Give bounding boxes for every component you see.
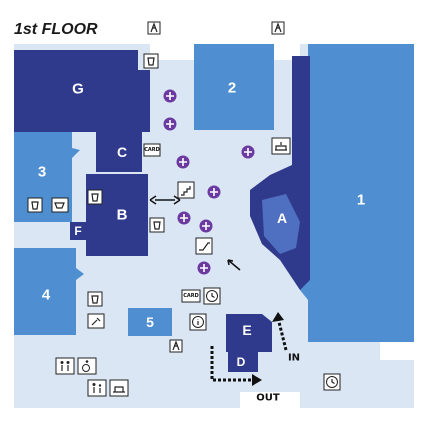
floor-title: 1st FLOOR — [14, 21, 98, 38]
svg-text:5: 5 — [146, 314, 154, 330]
trash-bin-icon — [87, 291, 103, 307]
store-1[interactable]: 1 — [300, 44, 414, 342]
store-2[interactable]: 2 — [194, 44, 274, 130]
store-d[interactable]: D — [228, 352, 258, 372]
nursing-room-icon — [109, 379, 129, 397]
clock-icon — [323, 373, 341, 391]
svg-text:B: B — [117, 207, 128, 224]
out-arrow-icon — [210, 346, 256, 382]
microphone-icon — [87, 313, 105, 329]
emergency-exit-icon — [271, 21, 285, 35]
svg-text:A: A — [277, 210, 287, 226]
trash-bin-icon — [149, 217, 165, 233]
store-5[interactable]: 5 — [128, 308, 172, 336]
trash-bin-icon — [27, 197, 43, 213]
stroller-icon — [51, 197, 69, 213]
two-way-arrow-icon — [149, 195, 181, 205]
atm-card-icon: CARD — [143, 143, 161, 157]
info-icon[interactable] — [189, 313, 207, 331]
store-4[interactable]: 4 — [14, 248, 84, 335]
in-label: IN — [288, 353, 300, 364]
store-g[interactable]: G — [14, 50, 150, 132]
svg-text:C: C — [117, 144, 127, 160]
escalator-icon — [195, 237, 213, 255]
compass-marker-icon — [163, 117, 177, 131]
wheelchair-icon — [77, 357, 97, 375]
svg-text:2: 2 — [228, 80, 236, 97]
compass-marker-icon — [207, 185, 221, 199]
compass-marker-icon — [177, 211, 191, 225]
store-b[interactable]: B — [86, 174, 148, 256]
svg-text:E: E — [242, 322, 251, 338]
arrow-icon — [227, 259, 241, 271]
restroom-icon — [55, 357, 75, 375]
svg-text:CARD: CARD — [144, 147, 160, 153]
compass-marker-icon — [199, 219, 213, 233]
store-a[interactable]: A — [250, 56, 310, 290]
svg-text:D: D — [237, 355, 246, 369]
svg-text:1: 1 — [357, 192, 365, 209]
atm-card-icon: CARD — [181, 289, 201, 303]
compass-markers — [163, 89, 255, 275]
concierge-icon — [271, 137, 291, 155]
emergency-exit-icon — [169, 339, 183, 353]
trash-bin-icon — [143, 53, 159, 69]
stairs-icon — [177, 181, 195, 199]
store-c[interactable]: C — [96, 132, 142, 172]
compass-marker-icon — [241, 145, 255, 159]
svg-text:G: G — [72, 81, 84, 98]
store-f[interactable]: F — [70, 222, 86, 240]
out-label: OUT — [256, 393, 280, 404]
clock-icon — [203, 287, 221, 305]
family-restroom-icon — [87, 379, 107, 397]
compass-marker-icon — [163, 89, 177, 103]
emergency-exit-icon — [147, 21, 161, 35]
svg-text:3: 3 — [38, 164, 46, 181]
in-arrow-icon — [276, 317, 288, 351]
svg-text:4: 4 — [42, 287, 51, 304]
store-3[interactable]: 3 — [14, 132, 80, 222]
store-e[interactable]: E — [226, 314, 272, 352]
trash-bin-icon — [87, 189, 103, 205]
svg-text:CARD: CARD — [183, 293, 199, 299]
compass-marker-icon — [176, 155, 190, 169]
svg-text:F: F — [74, 224, 81, 238]
compass-marker-icon — [197, 261, 211, 275]
